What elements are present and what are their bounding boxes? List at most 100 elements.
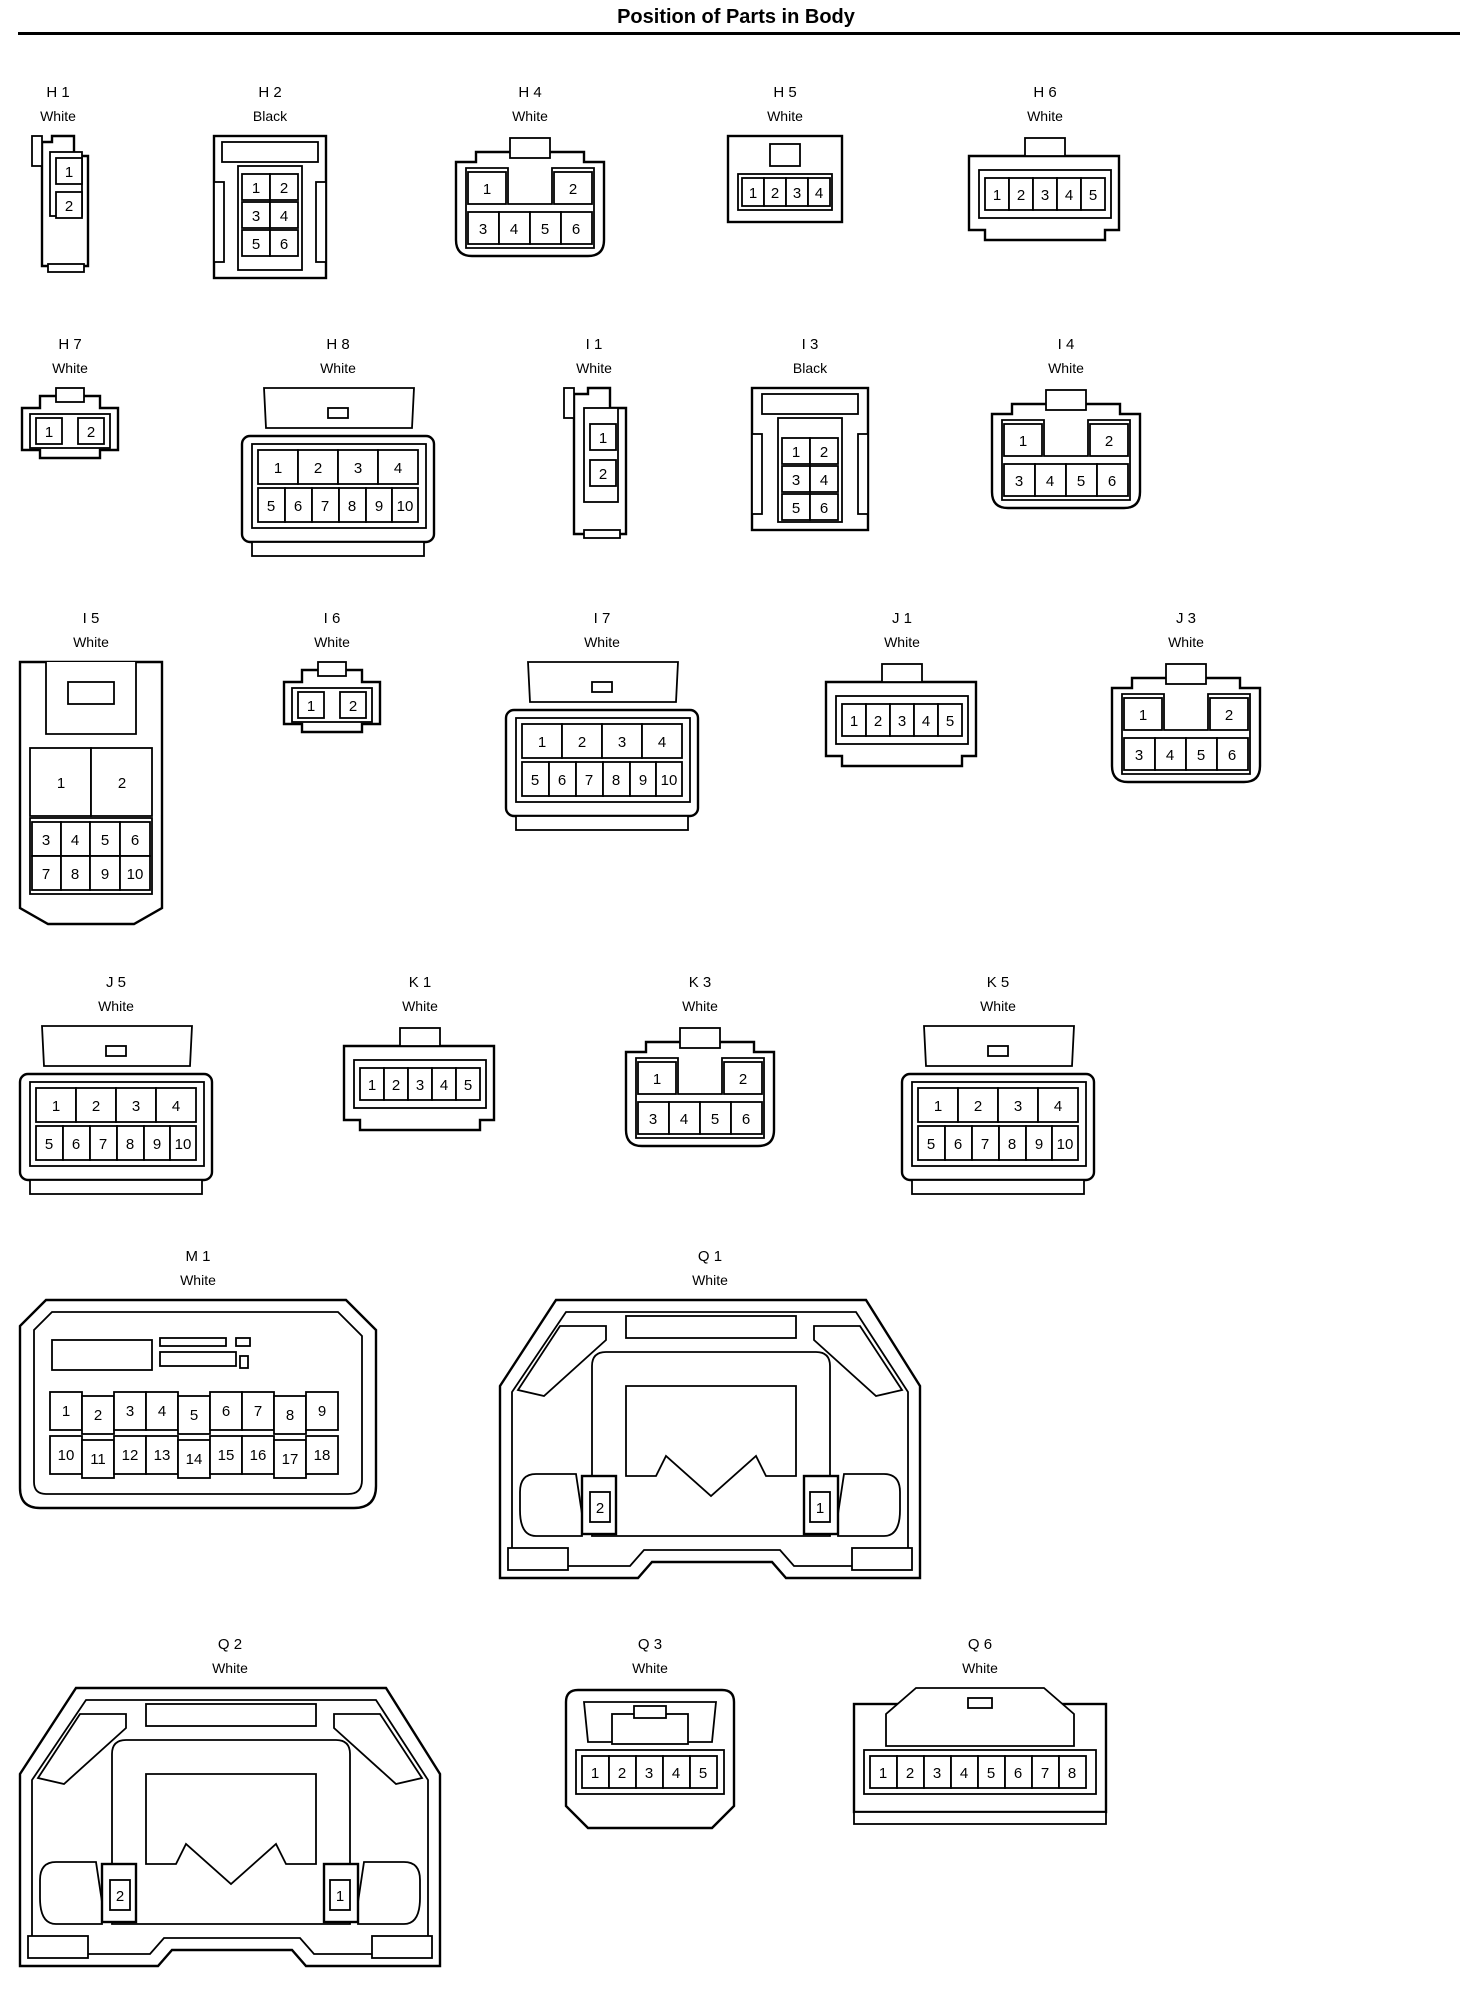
pin-4: 4 [71,832,79,849]
connector-outline [591,681,613,693]
pin-6: 6 [558,772,566,789]
connector-outline [327,407,349,419]
connector-code: H 5 [773,84,797,101]
pin-2: 2 [314,460,322,477]
pin-1: 1 [307,698,315,715]
connector-outline [145,1435,179,1475]
connector-color: Black [792,360,828,376]
connector-outline [751,433,763,515]
connector-outline [143,1125,171,1161]
pin-2: 2 [618,1765,626,1782]
pin-2: 2 [599,466,607,483]
pin-3: 3 [1015,473,1023,490]
pin-4: 4 [394,460,402,477]
connector-outline [781,465,811,493]
connector-outline [561,723,603,759]
connector-outline [365,487,393,523]
connector-outline [923,1755,952,1789]
connector-outline [917,1125,946,1161]
connector-outline [67,681,115,705]
connector-color: White [512,108,548,124]
connector-j5-diagram: 1 2 3 4 5 6 7 8 9 10 [18,1025,214,1195]
connector-outline [633,1705,667,1719]
pin-6: 6 [294,498,302,515]
pin-16: 16 [250,1447,267,1464]
connector-outline [601,723,643,759]
connector-outline [529,211,562,245]
connector-outline [1024,137,1066,157]
pin-1: 1 [336,1888,344,1905]
connector-color: White [767,108,803,124]
pin-4: 4 [1054,1098,1062,1115]
pin-2: 2 [569,181,577,198]
pin-4: 4 [672,1765,680,1782]
connector-outline [357,1861,421,1925]
connector-outline [519,1473,583,1537]
connector-k3-diagram: 1 2 3 4 5 6 [624,1027,776,1148]
pin-6: 6 [131,832,139,849]
pin-2: 2 [92,1098,100,1115]
pin-17: 17 [282,1451,299,1468]
connector-outline [851,1547,913,1571]
connector-outline [575,761,604,797]
connector-code: M 1 [185,1248,211,1265]
pin-5: 5 [946,713,954,730]
connector-outline [105,1045,127,1057]
connector-outline [516,1325,607,1397]
connector-outline [77,417,105,445]
connector-code: H 1 [46,84,70,101]
connector-color: White [402,998,438,1014]
pin-2: 2 [771,185,779,202]
connector-color: White [73,634,109,650]
pin-4: 4 [1065,187,1073,204]
pin-5: 5 [1089,187,1097,204]
pin-8: 8 [348,498,356,515]
connector-code: Q 2 [217,1636,243,1653]
connector-code: K 1 [408,974,432,991]
connector-outline [377,449,419,485]
connector-outline [113,1391,147,1431]
connector-outline [563,387,575,419]
connector-outline [581,1755,610,1789]
connector-outline [853,1811,1107,1825]
connector-outline [498,211,531,245]
connector-outline [881,663,923,683]
pin-1: 1 [792,444,800,461]
connector-i3-diagram: 1 2 3 4 5 6 [750,386,870,532]
pin-1: 1 [62,1403,70,1420]
connector-color: White [962,1660,998,1676]
connector-outline [1089,423,1129,457]
connector-outline [155,1087,197,1123]
connector-outline [431,1067,457,1101]
connector-outline [241,229,271,257]
pin-10: 10 [58,1447,75,1464]
connector-color: White [692,1272,728,1288]
pin-10: 10 [661,772,678,789]
connector-outline [49,1435,83,1475]
connector-outline [1096,463,1129,497]
connector-color: White [40,108,76,124]
pin-5: 5 [927,1136,935,1153]
connector-outline [809,493,839,521]
pin-2: 2 [87,424,95,441]
pin-1: 1 [52,1098,60,1115]
connector-outline [809,1491,831,1523]
connector-h6-diagram: 1 2 3 4 5 [967,137,1121,242]
connector-outline [971,1125,1000,1161]
pin-1: 1 [934,1098,942,1115]
pin-3: 3 [618,734,626,751]
connector-outline [51,1339,153,1371]
pin-12: 12 [122,1447,139,1464]
connector-outline [608,1755,637,1789]
pin-1: 1 [993,187,1001,204]
pin-6: 6 [280,236,288,253]
pin-8: 8 [1068,1765,1076,1782]
pin-3: 3 [416,1077,424,1094]
connector-outline [662,1755,691,1789]
connector-code: I 7 [593,610,611,627]
pin-5: 5 [531,772,539,789]
connector-outline [560,211,593,245]
pin-8: 8 [286,1407,294,1424]
pin-8: 8 [1008,1136,1016,1153]
pin-2: 2 [1105,433,1113,450]
